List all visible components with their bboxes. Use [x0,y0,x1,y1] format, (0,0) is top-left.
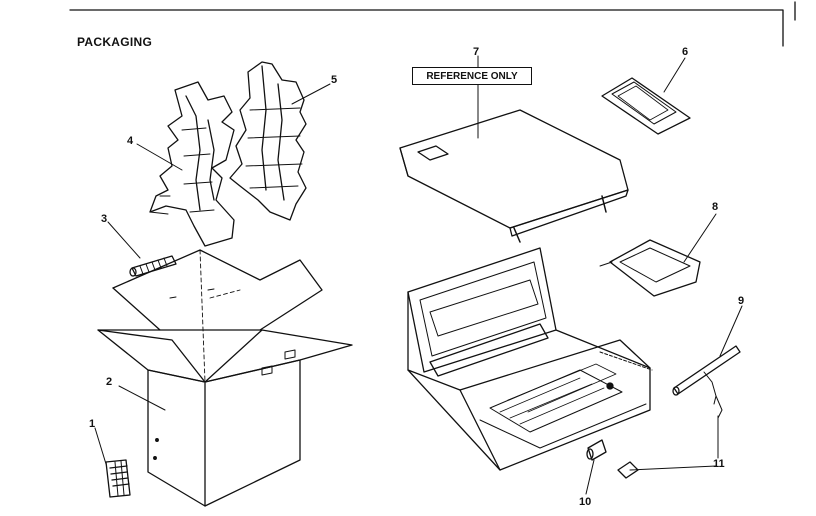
callout-11: 11 [713,458,725,470]
callout-8: 8 [712,201,719,213]
spring-part [129,255,177,277]
sheet-part [599,239,701,297]
callout-1: 1 [89,418,96,430]
callout-4: 4 [127,135,134,147]
page-title: PACKAGING [77,35,153,49]
reference-only-label: REFERENCE ONLY [412,67,532,85]
clip-parts [617,395,723,479]
frame-lines [69,1,796,47]
typewriter-base [407,247,651,471]
callout-9: 9 [738,295,745,307]
left-foam-insert [149,81,235,247]
typewriter-cover [399,109,629,243]
callout-2: 2 [106,376,113,388]
callout-10: 10 [579,496,592,508]
callout-3: 3 [101,213,108,225]
callout-5: 5 [331,74,338,86]
carton-box [97,249,353,507]
leader-lines [94,55,743,495]
label-card [105,459,131,498]
document-pouch [601,77,691,135]
spool-part [586,439,607,461]
callout-6: 6 [682,46,689,58]
right-foam-insert [229,61,307,221]
callout-7: 7 [473,46,480,58]
rod-part [672,345,741,405]
